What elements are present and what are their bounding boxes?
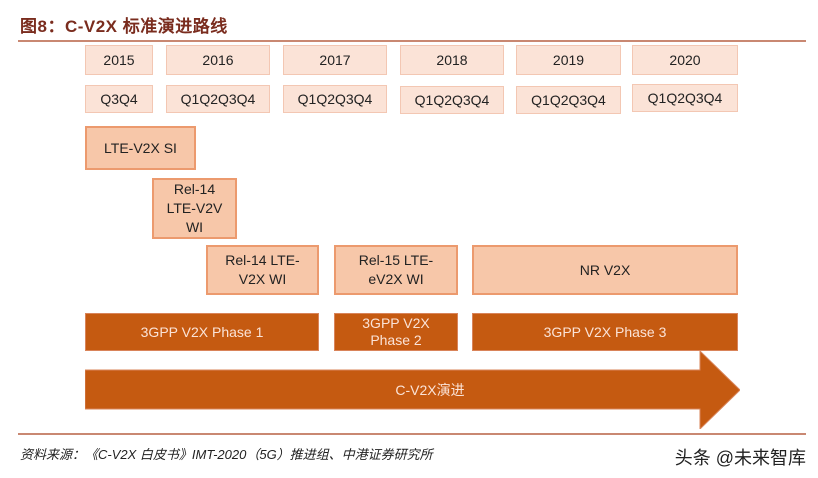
work-item-lte-v2x-si: LTE-V2X SI — [85, 126, 196, 170]
watermark: 头条 @未来智库 — [674, 448, 806, 468]
evolution-arrow-icon — [85, 351, 740, 429]
year-2016: 2016 — [166, 45, 270, 75]
work-item-rel14-lte-v2x: Rel-14 LTE-V2X WI — [206, 245, 319, 295]
evolution-arrow-label: C-V2X演进 — [395, 382, 465, 398]
quarters-2019: Q1Q2Q3Q4 — [516, 86, 621, 114]
year-2015: 2015 — [85, 45, 153, 75]
quarters-2016: Q1Q2Q3Q4 — [166, 85, 270, 113]
year-2017: 2017 — [283, 45, 387, 75]
phase-3: 3GPP V2X Phase 3 — [472, 313, 738, 351]
quarters-2015: Q3Q4 — [85, 85, 153, 113]
year-2020: 2020 — [632, 45, 738, 75]
quarters-2018: Q1Q2Q3Q4 — [400, 86, 504, 114]
title-divider — [18, 40, 806, 42]
figure-title: 图8：C-V2X 标准演进路线 — [20, 17, 228, 36]
work-item-rel14-lte-v2v: Rel-14 LTE-V2V WI — [152, 178, 237, 239]
phase-2: 3GPP V2X Phase 2 — [334, 313, 458, 351]
quarters-2020: Q1Q2Q3Q4 — [632, 84, 738, 112]
year-2019: 2019 — [516, 45, 621, 75]
phase-1: 3GPP V2X Phase 1 — [85, 313, 319, 351]
footer-divider — [18, 433, 806, 435]
source-note: 资料来源：《C-V2X 白皮书》IMT-2020（5G）推进组、中港证券研究所 — [20, 447, 433, 462]
work-item-rel15-lte-ev2x: Rel-15 LTE-eV2X WI — [334, 245, 458, 295]
work-item-nr-v2x: NR V2X — [472, 245, 738, 295]
year-2018: 2018 — [400, 45, 504, 75]
quarters-2017: Q1Q2Q3Q4 — [283, 85, 387, 113]
